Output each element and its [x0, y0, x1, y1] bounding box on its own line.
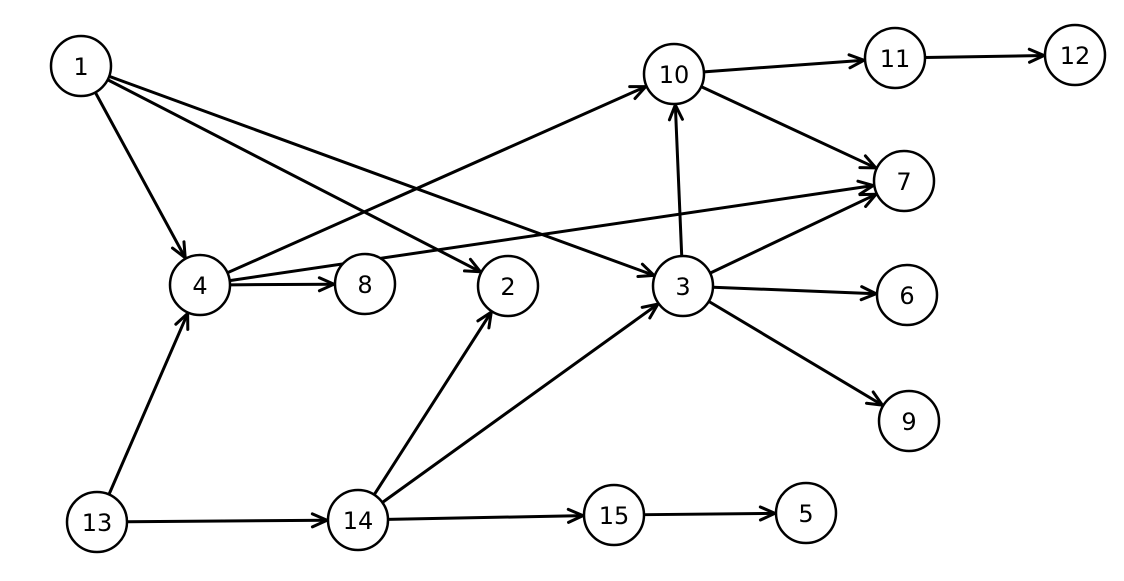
node-circle — [863, 26, 927, 90]
node-circle — [875, 263, 939, 327]
node-13: 13 — [65, 490, 129, 554]
node-circle — [651, 254, 715, 318]
edge-10-to-11 — [702, 53, 866, 74]
edge-line — [699, 85, 878, 170]
node-label: 3 — [675, 273, 690, 301]
node-circle — [476, 254, 540, 318]
node-circle — [872, 149, 936, 213]
edge-line — [228, 282, 336, 287]
edge-line — [923, 54, 1046, 60]
node-7: 7 — [872, 149, 936, 213]
node-label: 2 — [500, 273, 515, 301]
node-9: 9 — [877, 389, 941, 453]
edge-3-to-10 — [667, 103, 684, 258]
edge-11-to-12 — [923, 47, 1046, 64]
edges-layer — [93, 47, 1046, 529]
node-10: 10 — [642, 42, 706, 106]
node-5: 5 — [774, 481, 838, 545]
node-circle — [1043, 23, 1107, 87]
edge-line — [93, 90, 187, 260]
node-label: 11 — [880, 45, 911, 73]
node-6: 6 — [875, 263, 939, 327]
edge-4-to-7 — [228, 179, 875, 283]
node-3: 3 — [651, 254, 715, 318]
node-label: 9 — [901, 408, 916, 436]
edge-line — [107, 74, 656, 277]
edge-14-to-3 — [380, 302, 660, 504]
edge-1-to-3 — [107, 74, 656, 278]
edge-14-to-15 — [386, 507, 585, 524]
edge-3-to-9 — [707, 299, 884, 407]
node-circle — [168, 253, 232, 317]
node-15: 15 — [582, 483, 646, 547]
edge-10-to-7 — [699, 85, 878, 170]
node-circle — [774, 481, 838, 545]
edge-line — [380, 302, 660, 504]
edge-line — [707, 299, 884, 407]
edge-1-to-4 — [93, 90, 187, 260]
node-label: 14 — [343, 507, 374, 535]
edge-line — [372, 310, 493, 497]
node-label: 15 — [599, 502, 630, 530]
edge-line — [673, 103, 684, 258]
node-circle — [877, 389, 941, 453]
edge-line — [711, 285, 878, 296]
edge-4-to-10 — [225, 85, 648, 275]
edge-line — [125, 518, 329, 524]
edge-line — [708, 192, 878, 275]
node-circle — [65, 490, 129, 554]
node-circle — [326, 488, 390, 552]
node-circle — [642, 42, 706, 106]
node-label: 13 — [82, 509, 113, 537]
node-label: 8 — [357, 271, 372, 299]
edge-3-to-6 — [711, 285, 878, 302]
node-2: 2 — [476, 254, 540, 318]
node-8: 8 — [333, 252, 397, 316]
node-1: 1 — [49, 34, 113, 98]
node-label: 7 — [896, 168, 911, 196]
node-circle — [333, 252, 397, 316]
edge-line — [228, 184, 875, 283]
node-12: 12 — [1043, 23, 1107, 87]
node-label: 12 — [1060, 42, 1091, 70]
edge-line — [702, 58, 866, 74]
edge-15-to-5 — [642, 505, 777, 522]
node-4: 4 — [168, 253, 232, 317]
edge-line — [386, 514, 585, 521]
edge-line — [107, 311, 190, 496]
edge-13-to-14 — [125, 512, 329, 529]
node-label: 1 — [73, 53, 88, 81]
edge-line — [106, 78, 482, 274]
edge-line — [642, 511, 777, 517]
edge-line — [225, 85, 648, 275]
node-label: 5 — [798, 500, 813, 528]
node-circle — [49, 34, 113, 98]
node-circle — [582, 483, 646, 547]
node-11: 11 — [863, 26, 927, 90]
node-14: 14 — [326, 488, 390, 552]
node-label: 10 — [659, 61, 690, 89]
edge-13-to-4 — [107, 311, 190, 496]
node-label: 4 — [192, 272, 207, 300]
node-label: 6 — [899, 282, 914, 310]
